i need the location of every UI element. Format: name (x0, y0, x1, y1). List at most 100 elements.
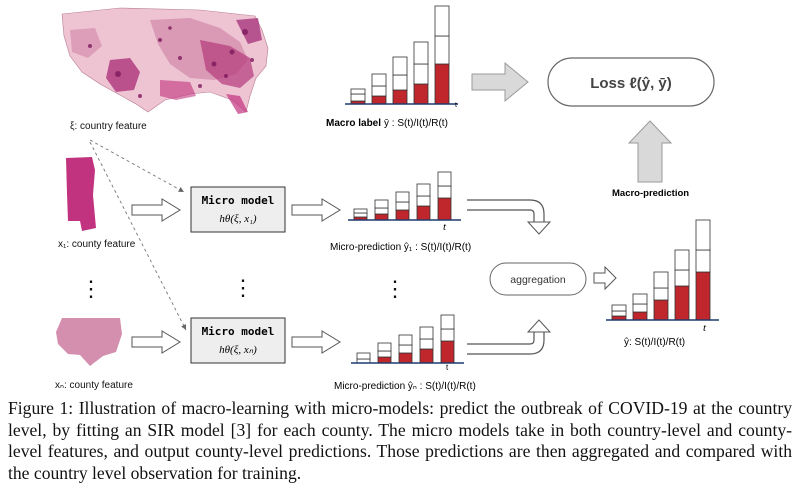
micro-prediction-n-bar-3-i (398, 344, 413, 354)
macro-prediction-bar-chart (606, 219, 719, 321)
micro-prediction-n-caption: Micro-prediction ŷₙ : S(t)/I(t)/R(t) (334, 381, 476, 392)
curved-arrow-prediction-n (467, 332, 545, 355)
micro-prediction-n-bar-5-s (440, 314, 455, 330)
micro-prediction-1-bar-chart (348, 171, 461, 221)
micro-prediction-1-bar-5-i (437, 185, 452, 199)
micro-model-n-function: hθ(ξ, xₙ) (219, 344, 257, 356)
micro-prediction-n-t-axis: t (446, 363, 449, 372)
aggregation-label: aggregation (510, 274, 566, 286)
micro-model-box-n: Micro model hθ(ξ, xₙ) (190, 317, 286, 364)
micro-prediction-1-bar-5-s (437, 171, 452, 187)
dashed-arrow-to-micro-model-1 (89, 139, 185, 193)
figure-caption: Figure 1: Illustration of macro-learning… (8, 398, 792, 483)
aggregation-node: aggregation (489, 262, 587, 296)
micro-prediction-1-caption: Micro-prediction ŷ₁ : S(t)/I(t)/R(t) (330, 242, 471, 253)
county-shape-n (56, 318, 122, 366)
micro-prediction-n-bar-chart (351, 314, 464, 364)
macro-prediction-bar-3-i (653, 287, 669, 301)
arrow-model-1-to-prediction (291, 198, 341, 222)
micro-prediction-1-bar-3-i (395, 201, 410, 211)
macro-label-bar-4-s (413, 41, 429, 65)
loss-label: Loss ℓ(ŷ, ȳ) (590, 75, 672, 92)
macro-label-bar-3-r (392, 89, 408, 105)
micro-model-1-function: hθ(ξ, x₁) (219, 213, 256, 225)
curved-arrow-prediction-1 (467, 199, 545, 222)
arrow-prediction-to-loss (627, 120, 673, 183)
macro-prediction-label: Macro-prediction (612, 188, 689, 199)
micro-prediction-n-bar-2-r (377, 356, 392, 364)
vertical-ellipsis-right: ⋮ (384, 276, 406, 301)
macro-prediction-bar-5-s (695, 219, 711, 251)
macro-prediction-bar-3-r (653, 299, 669, 321)
micro-model-box-1: Micro model hθ(ξ, x₁) (190, 186, 286, 233)
micro-prediction-n-bar-4-r (419, 348, 434, 364)
micro-prediction-1-bar-4-i (416, 195, 431, 207)
macro-label-bar-3-s (392, 56, 408, 76)
loss-node: Loss ℓ(ŷ, ȳ) (547, 57, 715, 107)
macro-label-bar-5-s (434, 5, 450, 37)
dashed-arrow-to-micro-model-n (89, 141, 187, 331)
macro-label-bar-2-s (371, 73, 387, 87)
micro-prediction-n-bar-2-i (377, 350, 392, 358)
macro-label-bar-2-r (371, 95, 387, 105)
vertical-ellipsis-middle: ⋮ (232, 275, 254, 300)
macro-prediction-bar-1-i (611, 310, 627, 317)
macro-prediction-bar-5-i (695, 249, 711, 273)
micro-prediction-1-bar-2-r (374, 213, 389, 221)
micro-prediction-1-bar-3-r (395, 209, 410, 221)
macro-label-bar-5-i (434, 35, 450, 65)
diagram-canvas: ξ: country feature x₁: county feature ⋮ … (55, 5, 719, 392)
micro-prediction-n-bar-4-i (419, 338, 434, 350)
macro-label-bar-2-i (371, 85, 387, 97)
arrow-model-n-to-prediction (291, 330, 341, 354)
macro-label-bar-chart (345, 5, 458, 105)
micro-prediction-1-bar-1-s (353, 208, 368, 214)
micro-prediction-1-bar-1-i (353, 212, 368, 218)
macro-label-bar-4-r (413, 83, 429, 105)
micro-model-1-title: Micro model (202, 194, 275, 207)
vertical-ellipsis-left: ⋮ (80, 276, 102, 301)
micro-prediction-n-bar-3-r (398, 352, 413, 364)
macro-label-bar-1-i (350, 93, 366, 102)
micro-prediction-1-bar-2-i (374, 207, 389, 215)
macro-label-bar-1-s (350, 88, 366, 95)
micro-prediction-1-bar-5-r (437, 197, 452, 221)
macro-prediction-bar-2-s (632, 293, 648, 305)
arrow-county-n-to-model (131, 330, 181, 354)
county-shape-1 (66, 157, 96, 231)
county-feature-n-label: xₙ: county feature (55, 380, 133, 391)
micro-prediction-n-bar-5-i (440, 328, 455, 342)
micro-prediction-1-bar-3-s (395, 191, 410, 203)
micro-prediction-1-bar-4-r (416, 205, 431, 221)
micro-prediction-n-bar-5-r (440, 340, 455, 364)
macro-prediction-t-axis: t (703, 322, 707, 334)
macro-prediction-bar-2-i (632, 303, 648, 313)
macro-label-bar-4-i (413, 63, 429, 85)
macro-prediction-bar-2-r (632, 311, 648, 321)
macro-prediction-bar-4-s (674, 249, 690, 271)
county-feature-1-label: x₁: county feature (58, 239, 136, 250)
macro-prediction-bar-1-s (611, 304, 627, 312)
micro-prediction-1-t-axis: t (443, 221, 447, 233)
micro-prediction-n-bar-2-s (377, 342, 392, 352)
macro-label-bar-3-i (392, 74, 408, 91)
micro-prediction-n-bar-1-s (356, 352, 371, 360)
arrow-county-1-to-model (131, 198, 181, 222)
micro-prediction-n-bar-3-s (398, 334, 413, 346)
macro-label-t-axis: t (455, 102, 457, 109)
us-choropleth-map (61, 7, 269, 114)
micro-prediction-1-bar-4-s (416, 183, 431, 197)
micro-prediction-1-bar-2-s (374, 199, 389, 209)
macro-prediction-bar-4-r (674, 285, 690, 321)
country-feature-label: ξ: country feature (70, 121, 147, 132)
arrow-aggregation-to-macro (593, 265, 617, 291)
arrow-macro-label-to-loss (471, 61, 529, 103)
macro-prediction-bar-5-r (695, 271, 711, 321)
macro-prediction-bar-4-i (674, 269, 690, 287)
macro-label-bar-5-r (434, 63, 450, 105)
macro-output-caption: ŷ: S(t)/I(t)/R(t) (624, 337, 685, 348)
micro-prediction-n-bar-4-s (419, 326, 434, 340)
macro-prediction-bar-3-s (653, 271, 669, 289)
